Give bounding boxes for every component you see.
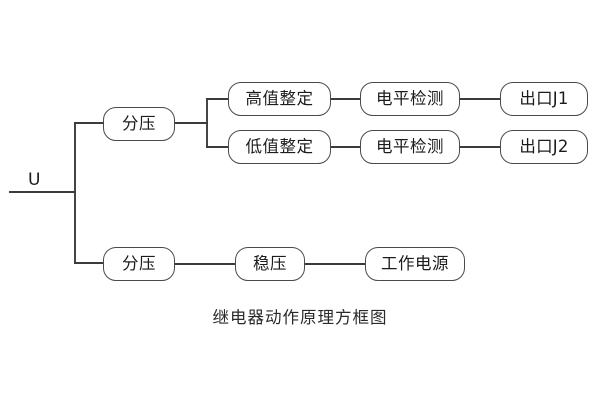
wire-group bbox=[9, 98, 501, 265]
node-high-value-setting[interactable]: 高值整定 bbox=[228, 82, 331, 116]
input-voltage-label: U bbox=[28, 170, 41, 190]
node-divider-top[interactable]: 分压 bbox=[103, 107, 175, 141]
node-low-value-setting[interactable]: 低值整定 bbox=[228, 130, 331, 164]
node-divider-bottom[interactable]: 分压 bbox=[103, 247, 175, 281]
node-working-power-supply[interactable]: 工作电源 bbox=[365, 247, 465, 281]
node-output-j1[interactable]: 出口J1 bbox=[500, 82, 588, 116]
node-level-detection-2[interactable]: 电平检测 bbox=[360, 130, 460, 164]
diagram-caption: 继电器动作原理方框图 bbox=[212, 308, 388, 327]
node-level-detection-1[interactable]: 电平检测 bbox=[360, 82, 460, 116]
node-output-j2[interactable]: 出口J2 bbox=[500, 130, 588, 164]
node-voltage-regulator[interactable]: 稳压 bbox=[235, 247, 305, 281]
